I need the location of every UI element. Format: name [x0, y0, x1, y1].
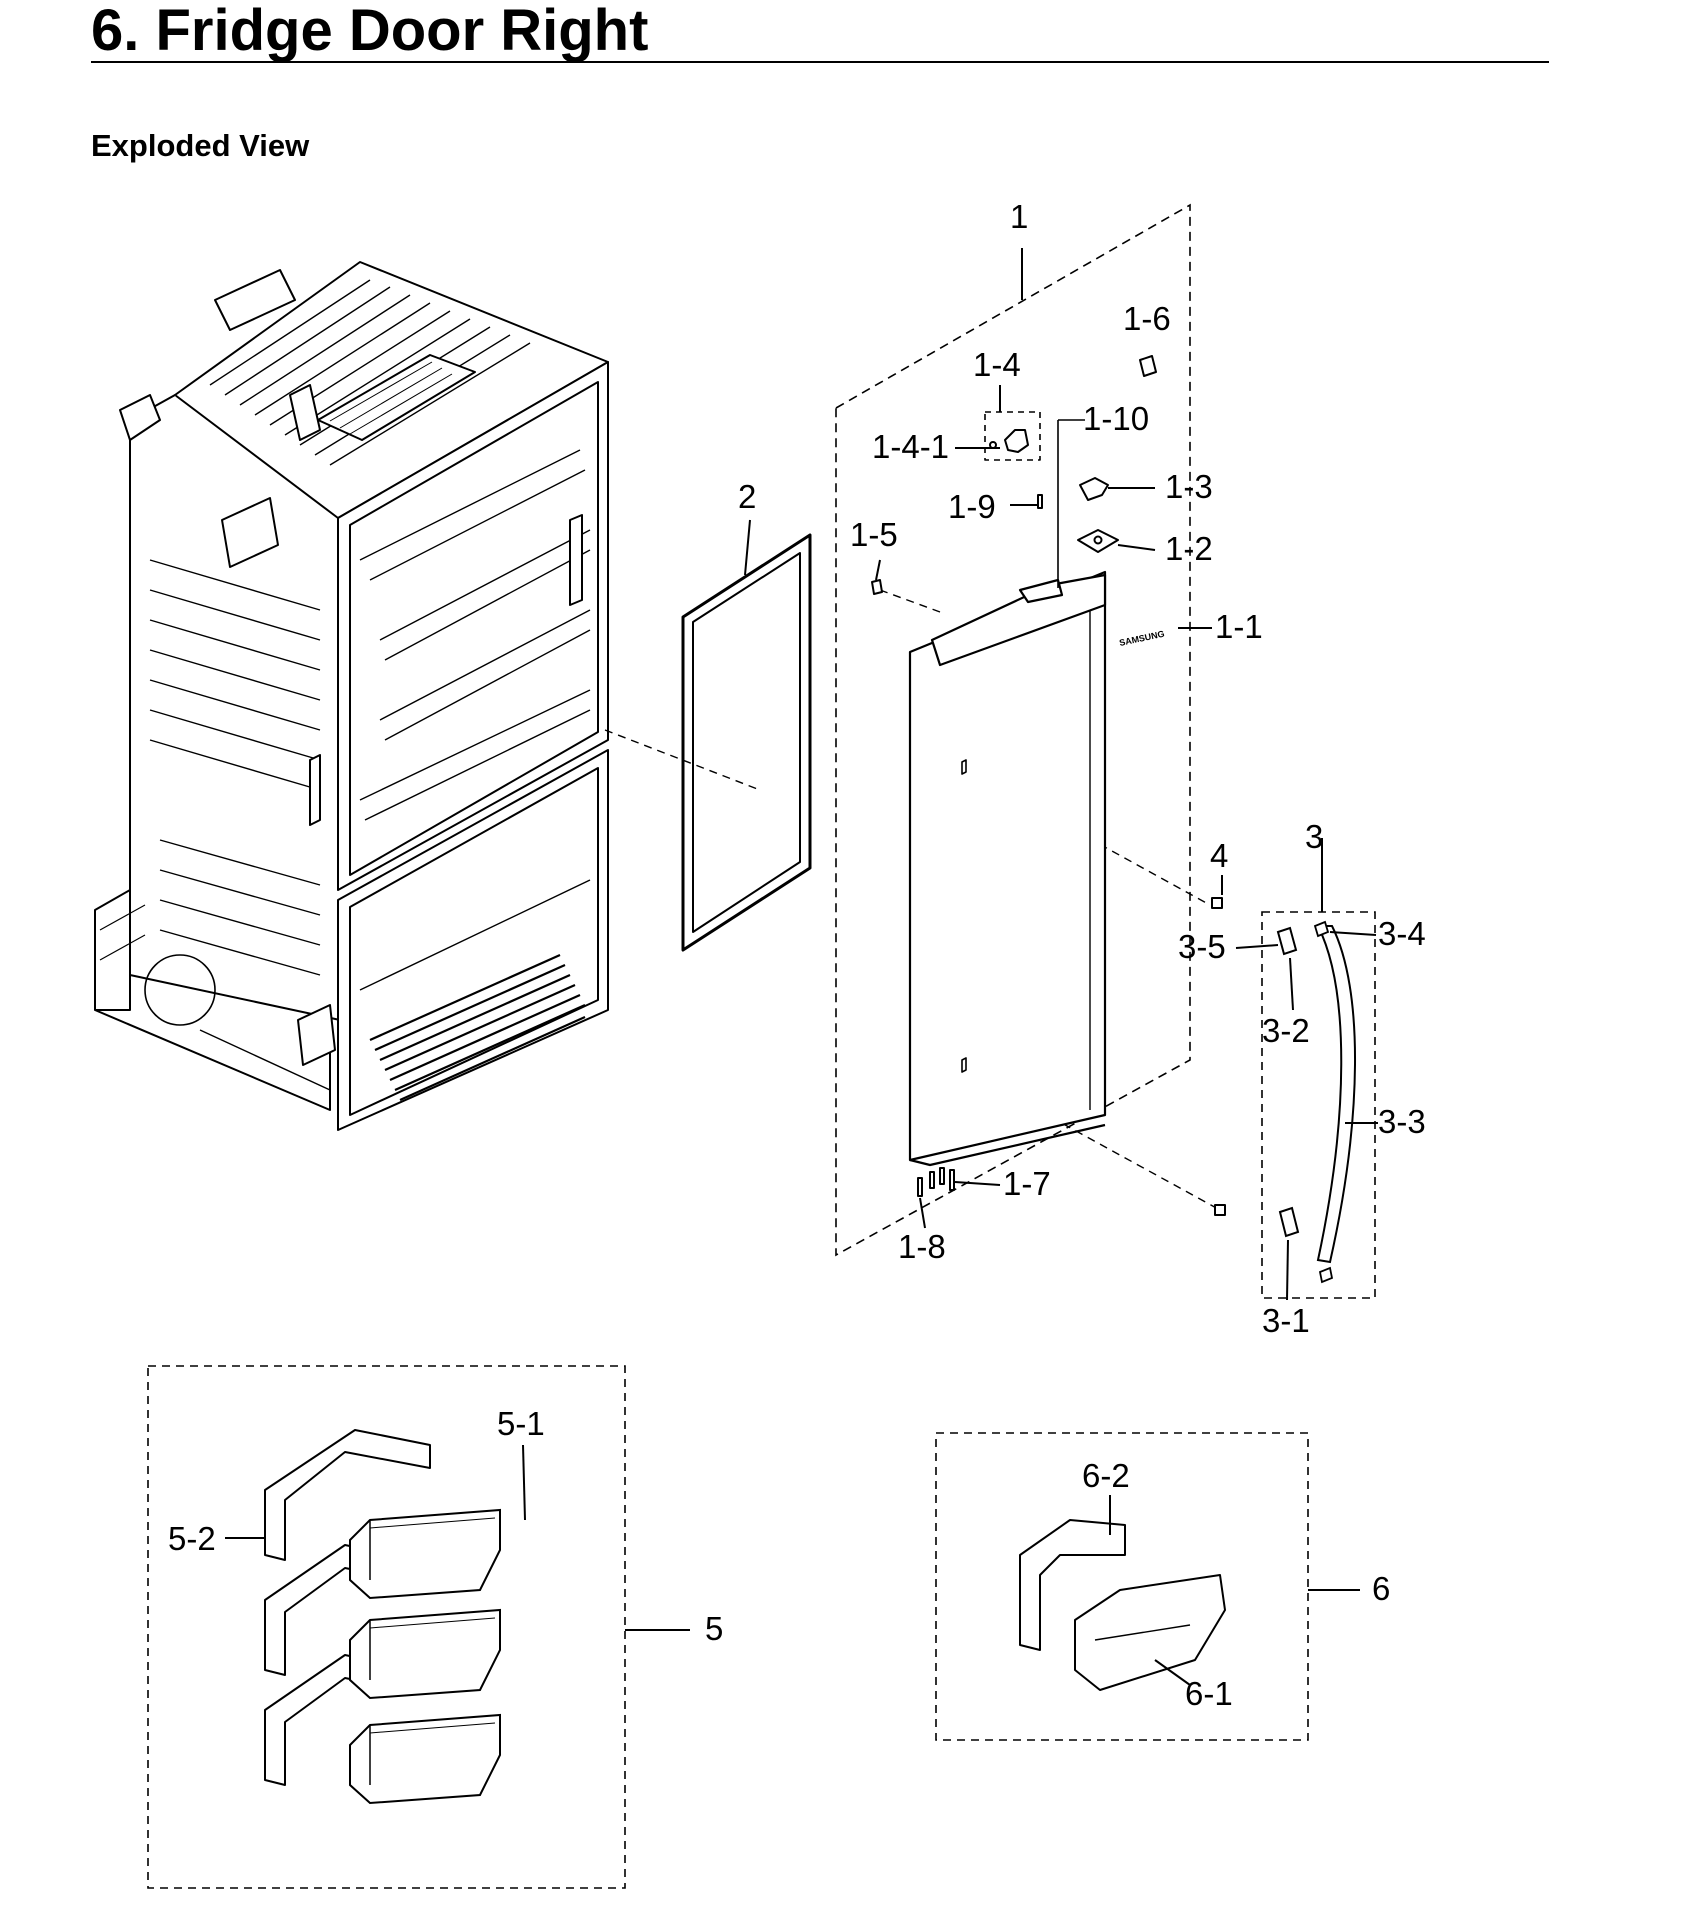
callout-5-2: 5-2 — [168, 1520, 216, 1557]
samsung-badge-text: SAMSUNG — [1118, 629, 1165, 648]
callout-5: 5 — [705, 1610, 723, 1647]
callout-1-4: 1-4 — [973, 346, 1021, 383]
callout-1-5: 1-5 — [850, 516, 898, 553]
callout-6-1: 6-1 — [1185, 1675, 1233, 1712]
callout-1-6: 1-6 — [1123, 300, 1171, 337]
callout-1-7: 1-7 — [1003, 1165, 1051, 1202]
callout-6-2: 6-2 — [1082, 1457, 1130, 1494]
callout-1-10: 1-10 — [1083, 400, 1149, 437]
callout-1-8: 1-8 — [898, 1228, 946, 1265]
callout-1-2: 1-2 — [1165, 530, 1213, 567]
door-assembly-envelope — [835, 203, 1191, 1257]
callout-3: 3 — [1305, 818, 1323, 855]
callout-2: 2 — [738, 478, 756, 515]
callout-3-2: 3-2 — [1262, 1012, 1310, 1049]
title-rule — [91, 61, 1549, 63]
door-bin-small-group — [935, 1432, 1309, 1741]
callout-1-1: 1-1 — [1215, 608, 1263, 645]
door-bins-group — [147, 1365, 626, 1889]
fridge-cabinet — [94, 261, 609, 1131]
samsung-badge: SAMSUNG — [1118, 629, 1165, 648]
callout-labels: 1 1-6 1-4 1-4-1 1-10 1-3 1-9 1-2 1-5 2 1… — [168, 198, 1426, 1712]
callout-6: 6 — [1372, 1570, 1390, 1607]
section-heading: Exploded View — [91, 128, 310, 163]
leader-lines — [225, 248, 1378, 1686]
callout-1-4-1: 1-4-1 — [872, 428, 949, 465]
door-gasket — [681, 533, 812, 952]
callout-3-1: 3-1 — [1262, 1302, 1310, 1339]
door-small-parts — [871, 355, 1226, 1216]
page-title: 6. Fridge Door Right — [91, 0, 649, 63]
callout-3-5: 3-5 — [1178, 928, 1226, 965]
callout-1-3: 1-3 — [1165, 468, 1213, 505]
callout-3-3: 3-3 — [1378, 1103, 1426, 1140]
callout-4: 4 — [1210, 837, 1228, 874]
callout-1: 1 — [1010, 198, 1028, 235]
fridge-door-panel — [908, 570, 1107, 1167]
callout-5-1: 5-1 — [497, 1405, 545, 1442]
callout-1-9: 1-9 — [948, 488, 996, 525]
door-handle-assembly — [1261, 911, 1376, 1299]
callout-3-4: 3-4 — [1378, 915, 1426, 952]
